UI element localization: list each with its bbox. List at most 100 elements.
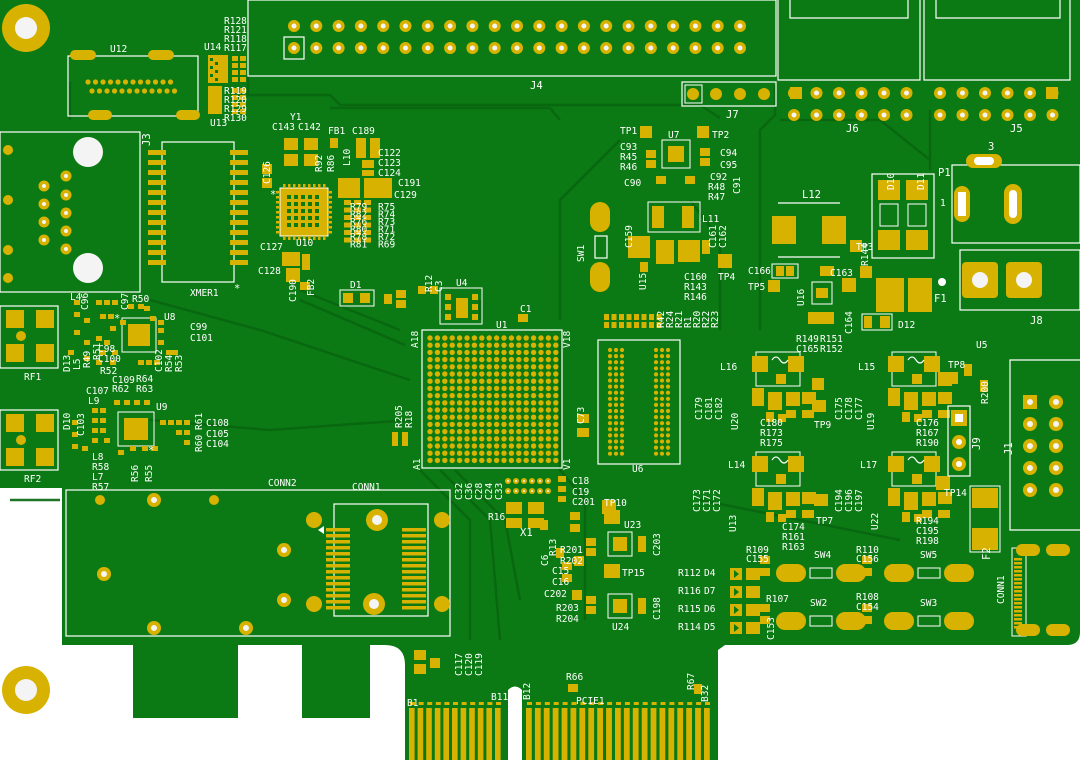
svg-text:C96: C96 <box>80 293 91 310</box>
svg-text:R121: R121 <box>224 25 247 36</box>
fuse-F2 <box>969 485 1001 553</box>
label-TP9: TP9 <box>814 420 831 431</box>
connector-U12 <box>67 50 200 120</box>
svg-text:C142: C142 <box>298 122 321 133</box>
svg-text:R152: R152 <box>820 344 843 355</box>
svg-text:R54: R54 <box>164 355 175 372</box>
label-J3: J3 <box>141 133 153 146</box>
connector-J8 <box>959 249 1080 311</box>
svg-text:C172: C172 <box>712 489 723 512</box>
svg-text:C24: C24 <box>484 483 495 500</box>
svg-text:R22: R22 <box>701 311 712 328</box>
label-U9: U9 <box>156 402 168 413</box>
label-PCIE1: PCIE1 <box>576 696 605 707</box>
svg-text:R12: R12 <box>424 275 435 292</box>
label-TP2: TP2 <box>712 130 729 141</box>
connector-CONN1 <box>306 503 450 617</box>
svg-text:R63: R63 <box>136 384 153 395</box>
svg-text:R118: R118 <box>224 34 247 45</box>
svg-text:C189: C189 <box>352 126 375 137</box>
svg-text:R57: R57 <box>92 482 109 493</box>
svg-text:C129: C129 <box>394 190 417 201</box>
svg-text:R149: R149 <box>796 334 819 345</box>
svg-text:R130: R130 <box>224 113 247 124</box>
cap-row <box>505 476 566 502</box>
label-U1: U1 <box>496 320 508 331</box>
svg-text:R82: R82 <box>350 210 367 221</box>
label-B12: B12 <box>522 683 533 700</box>
label-U5: U5 <box>976 340 987 351</box>
connector-CONN2 <box>65 489 451 637</box>
svg-text:C119: C119 <box>474 653 485 676</box>
svg-text:R75: R75 <box>378 202 395 213</box>
svg-text:C182: C182 <box>714 397 725 420</box>
chip-U8 <box>68 300 178 365</box>
svg-text:C160: C160 <box>684 272 707 283</box>
svg-text:R117: R117 <box>224 43 247 54</box>
svg-text:R175: R175 <box>760 438 783 449</box>
svg-text:C28: C28 <box>474 483 485 500</box>
svg-text:R42: R42 <box>656 311 667 328</box>
label-L14: L14 <box>728 460 745 471</box>
svg-text:C195: C195 <box>916 526 939 537</box>
cap-C73 <box>577 414 589 437</box>
svg-text:FB1: FB1 <box>328 126 345 137</box>
svg-text:C154: C154 <box>856 602 879 613</box>
svg-text:R205: R205 <box>394 405 405 428</box>
label-B32: B32 <box>700 685 711 702</box>
svg-text:R173: R173 <box>760 428 783 439</box>
connector-RF2 <box>0 409 59 471</box>
svg-text:R112: R112 <box>678 568 701 579</box>
label-SW4: SW4 <box>814 550 831 561</box>
svg-text:C18: C18 <box>572 476 589 487</box>
svg-text:C108: C108 <box>206 418 229 429</box>
svg-text:R74: R74 <box>378 210 395 221</box>
svg-text:C98: C98 <box>98 344 115 355</box>
svg-text:C120: C120 <box>464 653 475 676</box>
switch-SW1 <box>590 202 610 292</box>
label-L17: L17 <box>860 460 877 471</box>
label-F1: F1 <box>934 293 947 305</box>
svg-text:R47: R47 <box>708 192 725 203</box>
inductor-L11 <box>628 201 732 272</box>
svg-text:R61: R61 <box>194 413 205 430</box>
label-TP14: TP14 <box>944 488 967 499</box>
svg-text:C143: C143 <box>272 122 295 133</box>
label-B1: B1 <box>407 698 419 709</box>
svg-text:C163: C163 <box>830 268 853 279</box>
svg-text:R143: R143 <box>684 282 707 293</box>
transformer-XMER1 <box>148 141 248 283</box>
svg-text:R56: R56 <box>130 465 141 482</box>
svg-text:L4: L4 <box>70 292 82 303</box>
label-U15: U15 <box>638 273 649 290</box>
svg-text:R62: R62 <box>112 384 129 395</box>
svg-text:R151: R151 <box>820 334 843 345</box>
svg-text:C6: C6 <box>540 554 551 566</box>
svg-text:R79: R79 <box>350 202 367 213</box>
chip-U4 <box>439 287 483 325</box>
mounting-holes <box>2 4 50 714</box>
svg-text:L7: L7 <box>92 472 103 483</box>
label-star-u9: * <box>148 445 154 457</box>
svg-text:C155: C155 <box>746 554 769 565</box>
diode-D12 <box>861 313 893 331</box>
chip-U9 <box>72 400 190 455</box>
svg-text:C3: C3 <box>434 281 445 292</box>
label-XMER1: XMER1 <box>190 288 219 299</box>
label-U23: U23 <box>624 520 641 531</box>
svg-text:R190: R190 <box>916 438 939 449</box>
svg-text:R116: R116 <box>678 586 701 597</box>
chip-U10 <box>276 184 371 243</box>
svg-text:C92: C92 <box>710 172 727 183</box>
label-F2: F2 <box>981 547 993 560</box>
svg-text:R24: R24 <box>665 311 676 328</box>
svg-text:R67: R67 <box>686 673 697 690</box>
svg-text:R21: R21 <box>674 311 685 328</box>
label-pin-3: 3 <box>988 141 994 153</box>
leds <box>730 568 760 634</box>
pcie-caps <box>414 650 702 694</box>
svg-text:R92: R92 <box>314 155 325 172</box>
svg-text:C94: C94 <box>720 148 737 159</box>
svg-text:R69: R69 <box>378 240 395 251</box>
